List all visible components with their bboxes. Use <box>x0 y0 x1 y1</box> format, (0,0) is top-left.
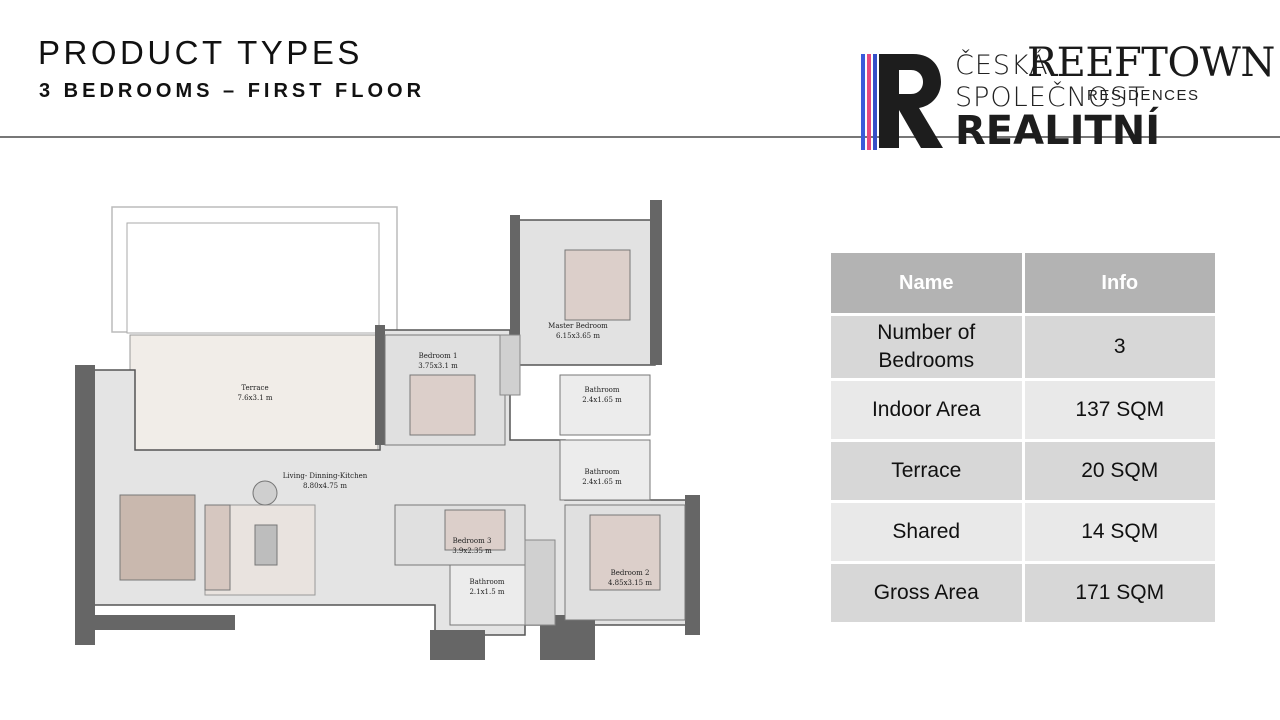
table-header-row: Name Info <box>828 250 1218 316</box>
logo-text-spolecnost: SPOLEČNOST <box>955 82 1146 113</box>
wall-south-bath <box>430 630 485 660</box>
row-name-cell: Gross Area <box>828 561 1025 625</box>
logo-stripe-pink <box>867 54 871 150</box>
row-name-cell: Indoor Area <box>828 378 1025 442</box>
room-name-bathroom-1: Bathroom <box>584 386 619 394</box>
row-name-cell: Terrace <box>828 439 1025 503</box>
row-info-cell: 14 SQM <box>1021 500 1218 564</box>
row-info-cell: 171 SQM <box>1021 561 1218 625</box>
logo-stripe-blue <box>861 54 865 150</box>
row-name-cell: Shared <box>828 500 1025 564</box>
dining-rug <box>119 494 196 581</box>
room-size-master-bedroom: 6.15x3.65 m <box>556 332 600 340</box>
header-divider <box>0 136 1280 138</box>
logo-stripe-navy <box>873 54 877 150</box>
upper-terrace-inner <box>126 222 380 334</box>
room-name-living: Living- Dinning-Kitchen <box>283 472 368 480</box>
floor-plan: Terrace 7.6x3.1 m Bedroom 1 3.75x3.1 m M… <box>75 200 700 660</box>
wall-south-west <box>75 615 235 630</box>
table-row: Gross Area 171 SQM <box>828 561 1218 625</box>
room-labels: Terrace 7.6x3.1 m Bedroom 1 3.75x3.1 m M… <box>237 322 652 596</box>
bedroom-3-bed <box>444 509 506 551</box>
staircase <box>524 539 556 626</box>
column-header-name: Name <box>828 250 1025 316</box>
room-name-master-bedroom: Master Bedroom <box>548 322 608 330</box>
logo-text-realitni: REALITNÍ <box>955 108 1161 154</box>
wall-master-west <box>510 215 520 335</box>
bedroom-2-bed <box>589 514 661 591</box>
row-name-cell: Number of Bedrooms <box>828 313 1025 381</box>
room-size-bedroom-2: 4.85x3.15 m <box>608 579 652 587</box>
round-table <box>252 480 278 506</box>
room-size-bedroom-1: 3.75x3.1 m <box>418 362 458 370</box>
logo-text-ceska: ČESKÁ <box>955 50 1049 81</box>
wall-bedroom1-west <box>375 325 385 445</box>
table-row: Number of Bedrooms 3 <box>828 313 1218 381</box>
row-info-cell: 3 <box>1021 313 1218 381</box>
bedroom-1-bed <box>409 374 476 436</box>
staircase-upper <box>499 334 521 396</box>
coffee-table <box>254 524 278 566</box>
room-name-terrace: Terrace <box>241 384 268 392</box>
wall-west <box>75 365 95 645</box>
table-row: Terrace 20 SQM <box>828 439 1218 503</box>
room-name-bathroom-2: Bathroom <box>584 468 619 476</box>
page-title: PRODUCT TYPES <box>38 34 363 71</box>
wall-master-east <box>650 200 662 365</box>
room-name-bathroom-3: Bathroom <box>469 578 504 586</box>
column-header-info: Info <box>1021 250 1218 316</box>
bathroom-1-area <box>559 374 651 436</box>
table-row: Shared 14 SQM <box>828 500 1218 564</box>
room-name-bedroom-2: Bedroom 2 <box>611 569 650 577</box>
room-name-bedroom-3: Bedroom 3 <box>453 537 492 545</box>
room-size-bathroom-1: 2.4x1.65 m <box>582 396 622 404</box>
page-subtitle: 3 BEDROOMS – FIRST FLOOR <box>39 80 426 102</box>
room-size-bedroom-3: 3.9x2.35 m <box>452 547 492 555</box>
terrace-area <box>129 334 379 451</box>
table-row: Indoor Area 137 SQM <box>828 378 1218 442</box>
master-bed <box>564 249 631 321</box>
room-size-bathroom-2: 2.4x1.65 m <box>582 478 622 486</box>
row-info-cell: 137 SQM <box>1021 378 1218 442</box>
info-table: Name Info Number of Bedrooms 3 Indoor Ar… <box>828 250 1218 625</box>
bathroom-2-area <box>559 439 651 501</box>
logo-text-reeftown: REEFTOWN <box>1027 40 1275 86</box>
room-size-living: 8.80x4.75 m <box>303 482 347 490</box>
logo-stripes <box>857 54 879 150</box>
logo-r-icon <box>879 54 943 148</box>
room-name-bedroom-1: Bedroom 1 <box>419 352 458 360</box>
wall-east <box>685 495 700 635</box>
logo-text-residences: RESIDENCES <box>1087 87 1200 104</box>
row-info-cell: 20 SQM <box>1021 439 1218 503</box>
room-size-bathroom-3: 2.1x1.5 m <box>469 588 504 596</box>
company-logo: ČESKÁ SPOLEČNOST REALITNÍ REEFTOWN RESID… <box>855 40 1275 160</box>
sofa <box>204 504 231 591</box>
room-size-terrace: 7.6x3.1 m <box>237 394 272 402</box>
